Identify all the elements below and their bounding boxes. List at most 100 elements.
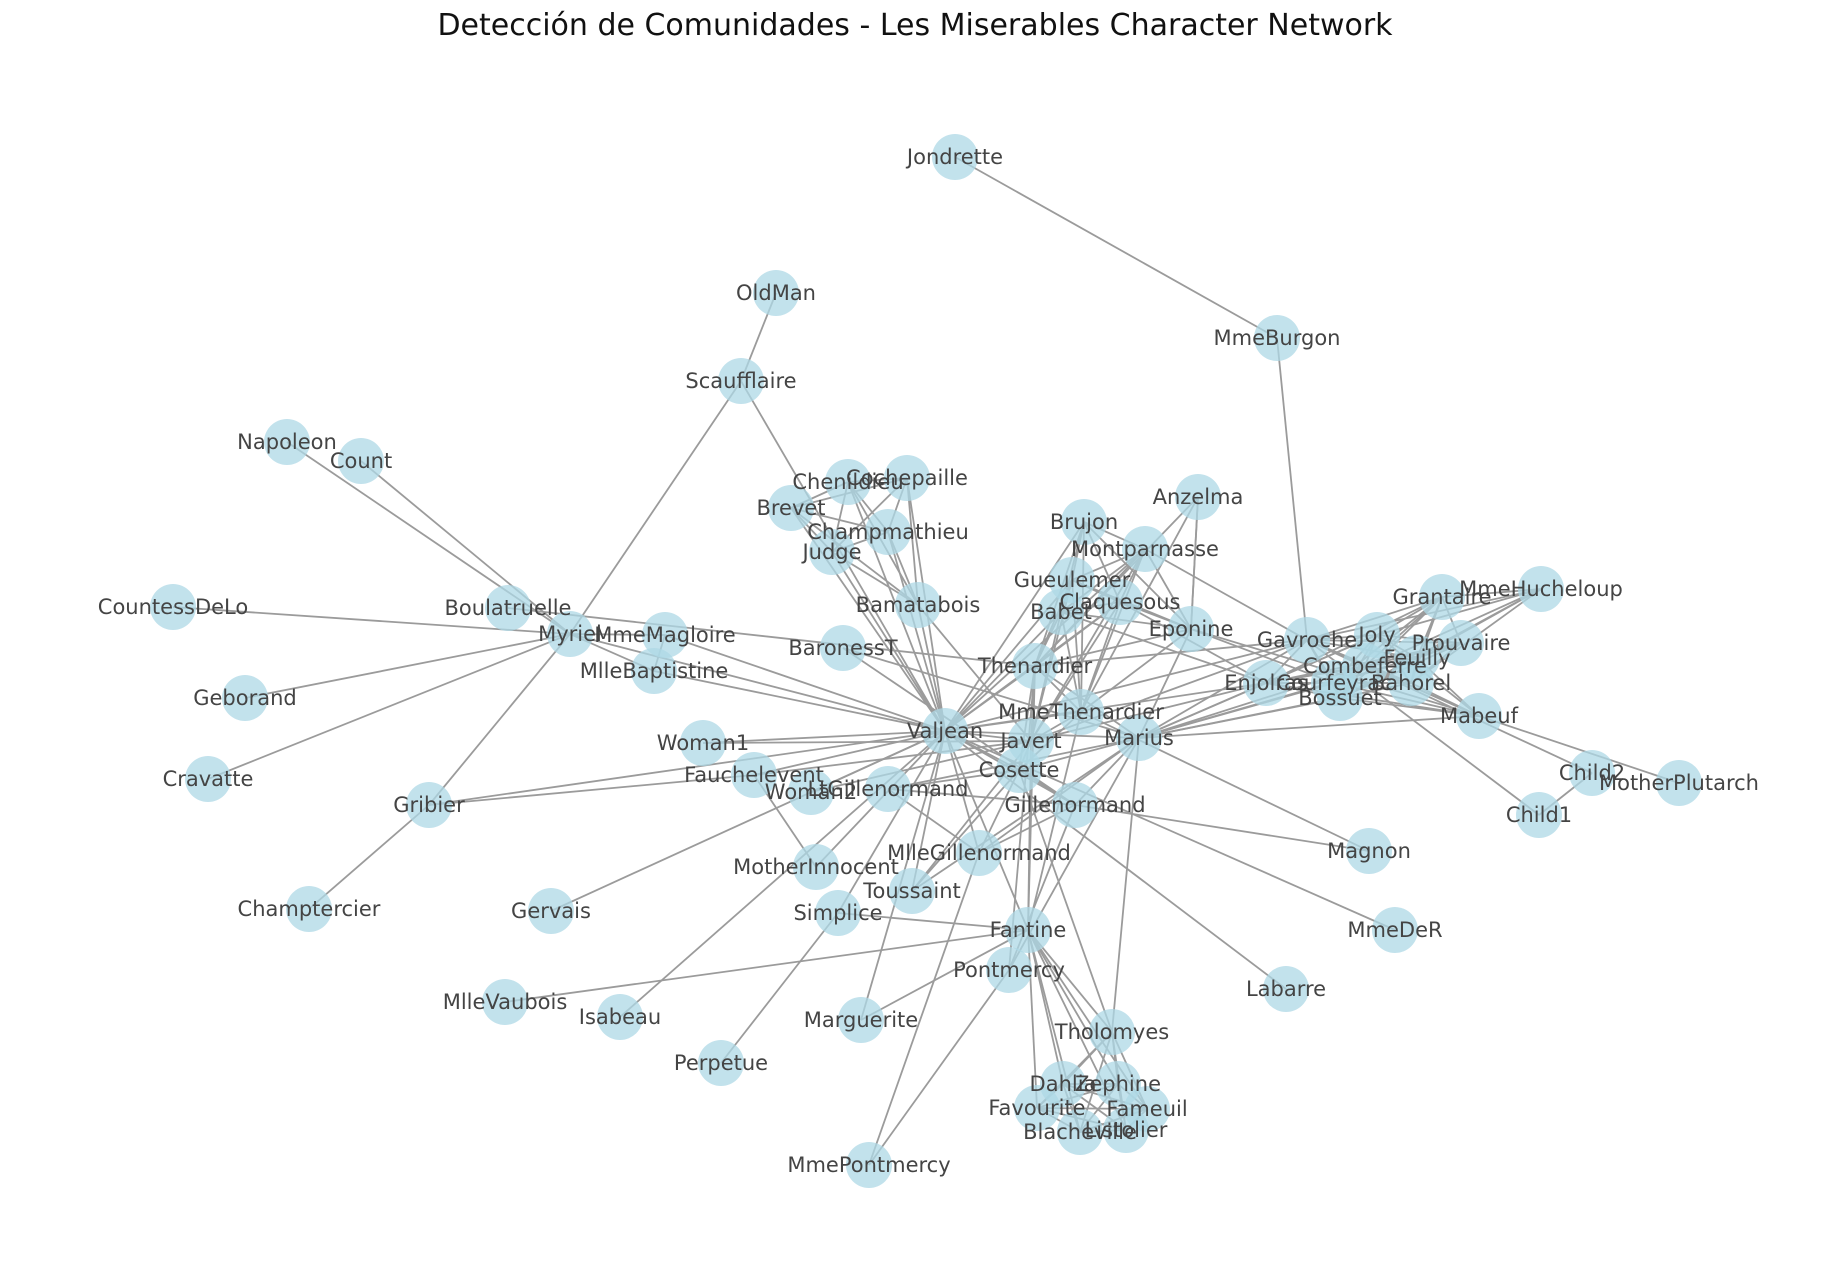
node-child1[interactable] bbox=[1516, 792, 1562, 838]
node-eponine[interactable] bbox=[1168, 606, 1214, 652]
node-thenardier[interactable] bbox=[1012, 643, 1058, 689]
edge-valjean-montparnasse bbox=[944, 548, 1146, 732]
node-label-eponine: Eponine bbox=[1149, 617, 1234, 641]
node-pontmercy[interactable] bbox=[986, 947, 1032, 993]
node-scaufflaire[interactable] bbox=[718, 358, 764, 404]
node-oldman[interactable] bbox=[753, 270, 799, 316]
edge-gribier-myriel bbox=[428, 633, 571, 806]
node-label-valjean: Valjean bbox=[907, 719, 983, 743]
node-label-motherinnocent: MotherInnocent bbox=[733, 855, 899, 879]
node-boulatruelle[interactable] bbox=[485, 585, 531, 631]
node-grantaire[interactable] bbox=[1419, 574, 1465, 620]
node-mmeder[interactable] bbox=[1372, 907, 1418, 953]
node-prouvaire[interactable] bbox=[1438, 620, 1484, 666]
node-count[interactable] bbox=[338, 438, 384, 484]
node-cosette[interactable] bbox=[996, 747, 1042, 793]
node-geborand[interactable] bbox=[222, 675, 268, 721]
node-mmethenardier[interactable] bbox=[1058, 689, 1104, 735]
edge-valjean-toussaint bbox=[911, 730, 946, 892]
node-label-woman2: Woman2 bbox=[765, 780, 857, 804]
edge-pontmercy-mmepontmercy bbox=[868, 969, 1010, 1166]
node-woman1[interactable] bbox=[680, 720, 726, 766]
node-label-mmethenardier: MmeThenardier bbox=[998, 700, 1164, 724]
node-child2[interactable] bbox=[1569, 750, 1615, 796]
edge-champtercier-gribier bbox=[308, 804, 430, 910]
node-marguerite[interactable] bbox=[838, 997, 884, 1043]
node-cravatte[interactable] bbox=[185, 756, 231, 802]
node-fantine[interactable] bbox=[1005, 907, 1051, 953]
node-fauchelevent[interactable] bbox=[731, 752, 777, 798]
node-label-mllevaubois: MlleVaubois bbox=[443, 990, 568, 1014]
node-label-babet: Babet bbox=[1030, 600, 1092, 624]
node-label-mllegillenormand: MlleGillenormand bbox=[887, 841, 1071, 865]
edge-fauchelevent-valjean bbox=[753, 730, 946, 776]
node-label-cravatte: Cravatte bbox=[163, 767, 254, 791]
node-motherplutarch[interactable] bbox=[1656, 760, 1702, 806]
node-mllevaubois[interactable] bbox=[482, 979, 528, 1025]
edge-cravatte-myriel bbox=[207, 633, 571, 780]
node-mmeburgon[interactable] bbox=[1254, 315, 1300, 361]
node-perpetue[interactable] bbox=[698, 1040, 744, 1086]
node-listolier[interactable] bbox=[1103, 1107, 1149, 1153]
node-napoleon[interactable] bbox=[264, 419, 310, 465]
node-woman2[interactable] bbox=[788, 769, 834, 815]
node-simplice[interactable] bbox=[815, 890, 861, 936]
node-myriel[interactable] bbox=[547, 611, 593, 657]
node-bamatabois[interactable] bbox=[895, 582, 941, 628]
node-favourite[interactable] bbox=[1014, 1085, 1060, 1131]
node-bossuet[interactable] bbox=[1317, 675, 1363, 721]
edge-enjolras-grantaire bbox=[1265, 596, 1443, 684]
node-toussaint[interactable] bbox=[889, 868, 935, 914]
node-label-scaufflaire: Scaufflaire bbox=[685, 369, 796, 393]
node-label-fantine: Fantine bbox=[990, 918, 1067, 942]
node-label-grantaire: Grantaire bbox=[1392, 585, 1491, 609]
node-brevet[interactable] bbox=[768, 485, 814, 531]
node-judge[interactable] bbox=[809, 529, 855, 575]
node-label-mllebaptistine: MlleBaptistine bbox=[580, 659, 729, 683]
node-label-gueulemer: Gueulemer bbox=[1014, 568, 1131, 592]
node-gervais[interactable] bbox=[528, 888, 574, 934]
node-babet[interactable] bbox=[1038, 589, 1084, 635]
node-chenildieu[interactable] bbox=[825, 459, 871, 505]
node-mmemagloire[interactable] bbox=[642, 612, 688, 658]
node-motherinnocent[interactable] bbox=[793, 844, 839, 890]
node-label-courfeyrac: Courfeyrac bbox=[1276, 671, 1391, 695]
edge-thenardier-gavroche bbox=[1034, 639, 1308, 667]
node-tholomyes[interactable] bbox=[1089, 1009, 1135, 1055]
node-gavroche[interactable] bbox=[1284, 617, 1330, 663]
node-blacheville[interactable] bbox=[1057, 1109, 1103, 1155]
node-marius[interactable] bbox=[1116, 715, 1162, 761]
edge-mmeburgon-gavroche bbox=[1276, 337, 1308, 641]
node-valjean[interactable] bbox=[922, 708, 968, 754]
edge-mllegillenormand-mmepontmercy bbox=[868, 852, 980, 1166]
edge-marguerite-fantine bbox=[860, 929, 1029, 1021]
node-champtercier[interactable] bbox=[286, 886, 332, 932]
node-countessdelo[interactable] bbox=[150, 584, 196, 630]
node-gillenormand[interactable] bbox=[1052, 782, 1098, 828]
node-mllebaptistine[interactable] bbox=[631, 648, 677, 694]
node-label-enjolras: Enjolras bbox=[1224, 671, 1308, 695]
node-mabeuf[interactable] bbox=[1456, 693, 1502, 739]
node-bahorel[interactable] bbox=[1388, 660, 1434, 706]
node-enjolras[interactable] bbox=[1243, 660, 1289, 706]
node-cochepaille[interactable] bbox=[884, 455, 930, 501]
node-mllegillenormand[interactable] bbox=[956, 830, 1002, 876]
node-isabeau[interactable] bbox=[597, 994, 643, 1040]
node-ltgillenormand[interactable] bbox=[865, 766, 911, 812]
node-mmepontmercy[interactable] bbox=[846, 1142, 892, 1188]
labels-layer: JondretteOldManMmeBurgonScaufflaireNapol… bbox=[98, 145, 1759, 1177]
node-montparnasse[interactable] bbox=[1122, 526, 1168, 572]
node-label-fameuil: Fameuil bbox=[1106, 1097, 1187, 1121]
node-champmathieu[interactable] bbox=[865, 509, 911, 555]
node-magnon[interactable] bbox=[1346, 828, 1392, 874]
node-baronesst[interactable] bbox=[820, 625, 866, 671]
edge-marius-toussaint bbox=[911, 737, 1140, 892]
node-gribier[interactable] bbox=[406, 782, 452, 828]
node-brujon[interactable] bbox=[1061, 499, 1107, 545]
node-claquesous[interactable] bbox=[1097, 579, 1143, 625]
node-mmehucheloup[interactable] bbox=[1518, 566, 1564, 612]
node-jondrette[interactable] bbox=[932, 134, 978, 180]
node-label-anzelma: Anzelma bbox=[1153, 485, 1244, 509]
node-labarre[interactable] bbox=[1263, 966, 1309, 1012]
node-anzelma[interactable] bbox=[1175, 474, 1221, 520]
